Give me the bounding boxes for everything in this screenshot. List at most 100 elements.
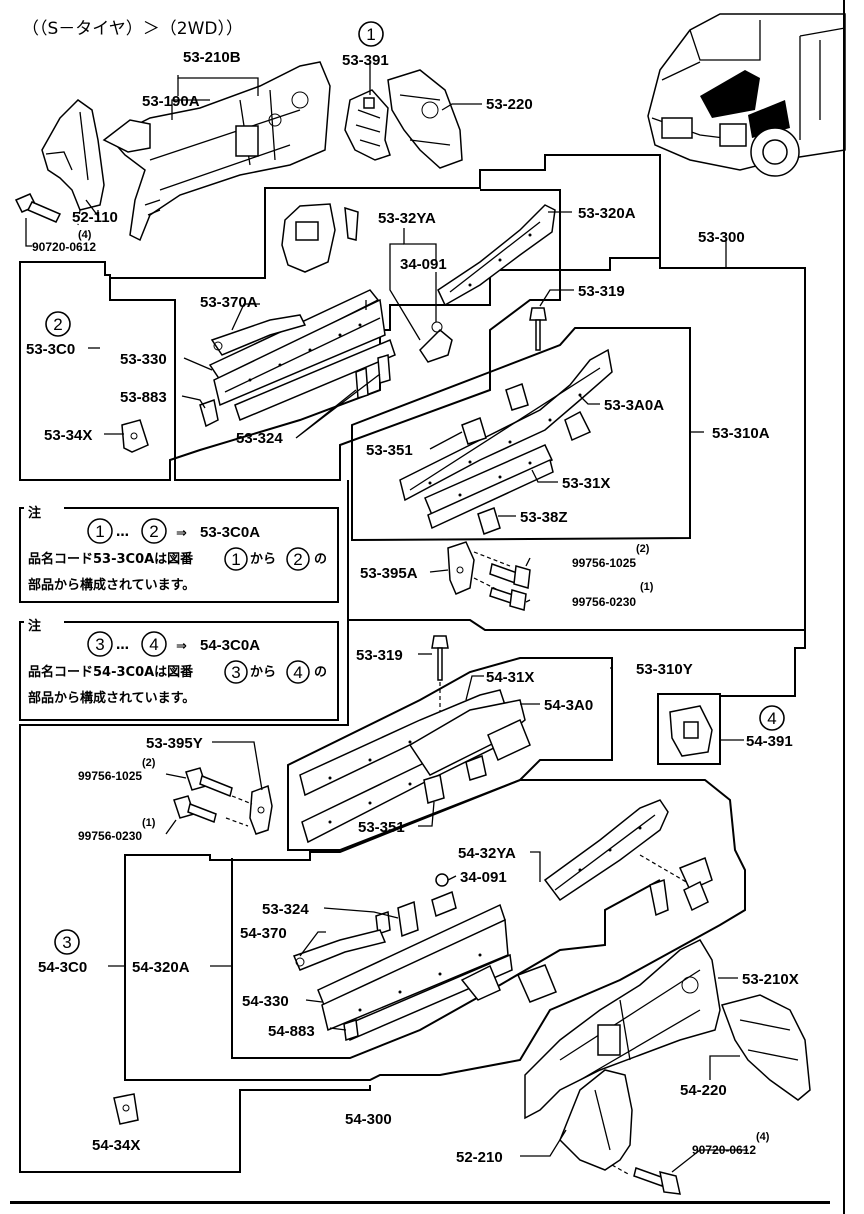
bolt-53-319-mid (431, 635, 449, 720)
vehicle-thumbnail (647, 13, 846, 177)
rail-54-370 (292, 929, 387, 971)
bracket-54-32YA-small (649, 857, 713, 917)
member-53-320A (437, 204, 556, 307)
frame-53-300 (347, 258, 806, 631)
label-34-091-mid: 34-091 (460, 869, 507, 886)
label-53-370A: 53-370A (200, 294, 258, 311)
svg-text:3: 3 (95, 635, 104, 654)
bolt-90720-0612-bot (633, 1167, 681, 1195)
svg-text:2: 2 (293, 550, 302, 569)
label-53-324-mid: 53-324 (262, 901, 309, 918)
svg-text:2: 2 (53, 315, 62, 334)
rail-54-3A0 (408, 699, 531, 781)
label-53-3A0A: 53-3A0A (604, 397, 664, 414)
frame-53-320A (109, 189, 561, 481)
apron-53-210X (524, 939, 721, 1120)
bracket-54-lower (460, 964, 557, 1003)
bottom-rule (10, 1201, 830, 1204)
bracket-53-391 (344, 89, 391, 161)
panel-54-220 (721, 994, 811, 1101)
bracket-34-091-top (419, 321, 453, 363)
label-54-300: 54-300 (345, 1111, 392, 1128)
svg-text:注: 注 (28, 505, 41, 521)
note-box-1: 注 1 … 2 ⇒ 53-3C0A 品名コード53-3C0Aは図番 1 から 2… (19, 496, 339, 603)
label-53-310A: 53-310A (712, 425, 770, 442)
frame-53-310Y (287, 657, 613, 851)
label-53-351-mid: 53-351 (358, 819, 405, 836)
nut-34-091-mid (431, 873, 457, 918)
label-53-38Z: 53-38Z (520, 509, 568, 526)
label-53-883: 53-883 (120, 389, 167, 406)
part-labels: 53-210B 53-190A 53-391 53-220 52-110 (4)… (26, 49, 799, 1166)
label-53-351-top: 53-351 (366, 442, 413, 459)
rail-53-330 (208, 289, 396, 422)
svg-text:から: から (250, 665, 276, 680)
label-53-220: 53-220 (486, 96, 533, 113)
bolt-99756-1025-mid (185, 767, 233, 798)
callout-2: 2 (45, 311, 71, 337)
bolt-53-319-top (529, 307, 547, 351)
svg-text:品名コード54-3C0Aは図番: 品名コード54-3C0Aは図番 (28, 664, 194, 680)
label-99756-1025-top: 99756-1025 (572, 556, 636, 570)
label-54-31X: 54-31X (486, 669, 534, 686)
svg-text:3: 3 (231, 663, 240, 682)
frame-53-3C0 (19, 154, 661, 481)
label-54-32YA: 54-32YA (458, 845, 516, 862)
bracket-53-34X (121, 419, 149, 453)
label-54-330: 54-330 (242, 993, 289, 1010)
panel-53-220 (387, 69, 463, 169)
frame-54-3C0 (124, 779, 746, 1081)
svg-text:3: 3 (62, 933, 71, 952)
label-53-324-top: 53-324 (236, 430, 283, 447)
svg-text:の: の (314, 665, 327, 680)
label-54-370: 54-370 (240, 925, 287, 942)
svg-text:部品から構成されています。: 部品から構成されています。 (28, 690, 195, 706)
label-53-300: 53-300 (698, 229, 745, 246)
qty-2-mid: (2) (142, 757, 156, 769)
callout-3: 3 (54, 929, 80, 955)
label-53-395Y: 53-395Y (146, 735, 203, 752)
svg-text:の: の (314, 552, 327, 567)
rail-53-31X (424, 444, 554, 530)
apron-53-210B (102, 61, 331, 242)
bolt-99756-0230-top (489, 587, 527, 611)
label-90720-0612-bot: 90720-0612 (692, 1143, 756, 1157)
svg-text:から: から (250, 552, 276, 567)
label-52-110: 52-110 (72, 209, 118, 226)
svg-text:2: 2 (149, 522, 158, 541)
label-53-391: 53-391 (342, 52, 389, 69)
rail-53-370A (210, 314, 307, 356)
bracket-53-395Y (225, 784, 273, 835)
qty-1-mid: (1) (142, 817, 156, 829)
frame-upper-link (19, 620, 371, 1173)
svg-text:4: 4 (293, 663, 302, 682)
qty-4-top: (4) (78, 229, 92, 241)
svg-text:4: 4 (149, 635, 158, 654)
fender-52-110 (41, 99, 105, 226)
bracket-53-324-mid (375, 900, 419, 938)
bolt-99756-1025-top (489, 563, 531, 589)
label-52-210: 52-210 (456, 1149, 503, 1166)
label-99756-0230-top: 99756-0230 (572, 595, 636, 609)
fender-52-210 (559, 1069, 633, 1176)
frame-54-320A (231, 858, 661, 1059)
label-53-190A: 53-190A (142, 93, 200, 110)
label-99756-1025-mid: 99756-1025 (78, 769, 142, 783)
clip-54-883 (343, 1018, 359, 1042)
svg-text:品名コード53-3C0Aは図番: 品名コード53-3C0Aは図番 (28, 551, 194, 567)
clip-53-38Z (477, 507, 501, 535)
svg-text:…: … (116, 638, 129, 653)
svg-text:…: … (116, 525, 129, 540)
svg-text:部品から構成されています。: 部品から構成されています。 (28, 577, 195, 593)
bracket-54-34X (113, 1093, 139, 1125)
svg-text:注: 注 (28, 618, 41, 634)
qty-4-bot: (4) (756, 1131, 770, 1143)
label-53-31X: 53-31X (562, 475, 610, 492)
svg-text:1: 1 (95, 522, 104, 541)
label-90720-0612-top: 90720-0612 (32, 240, 96, 254)
label-99756-0230-mid: 99756-0230 (78, 829, 142, 843)
label-54-320A: 54-320A (132, 959, 190, 976)
label-53-320A: 53-320A (578, 205, 636, 222)
diagram-title: （（S－タイヤ）＞（2WD）） (22, 19, 243, 39)
callout-4: 4 (759, 705, 785, 731)
